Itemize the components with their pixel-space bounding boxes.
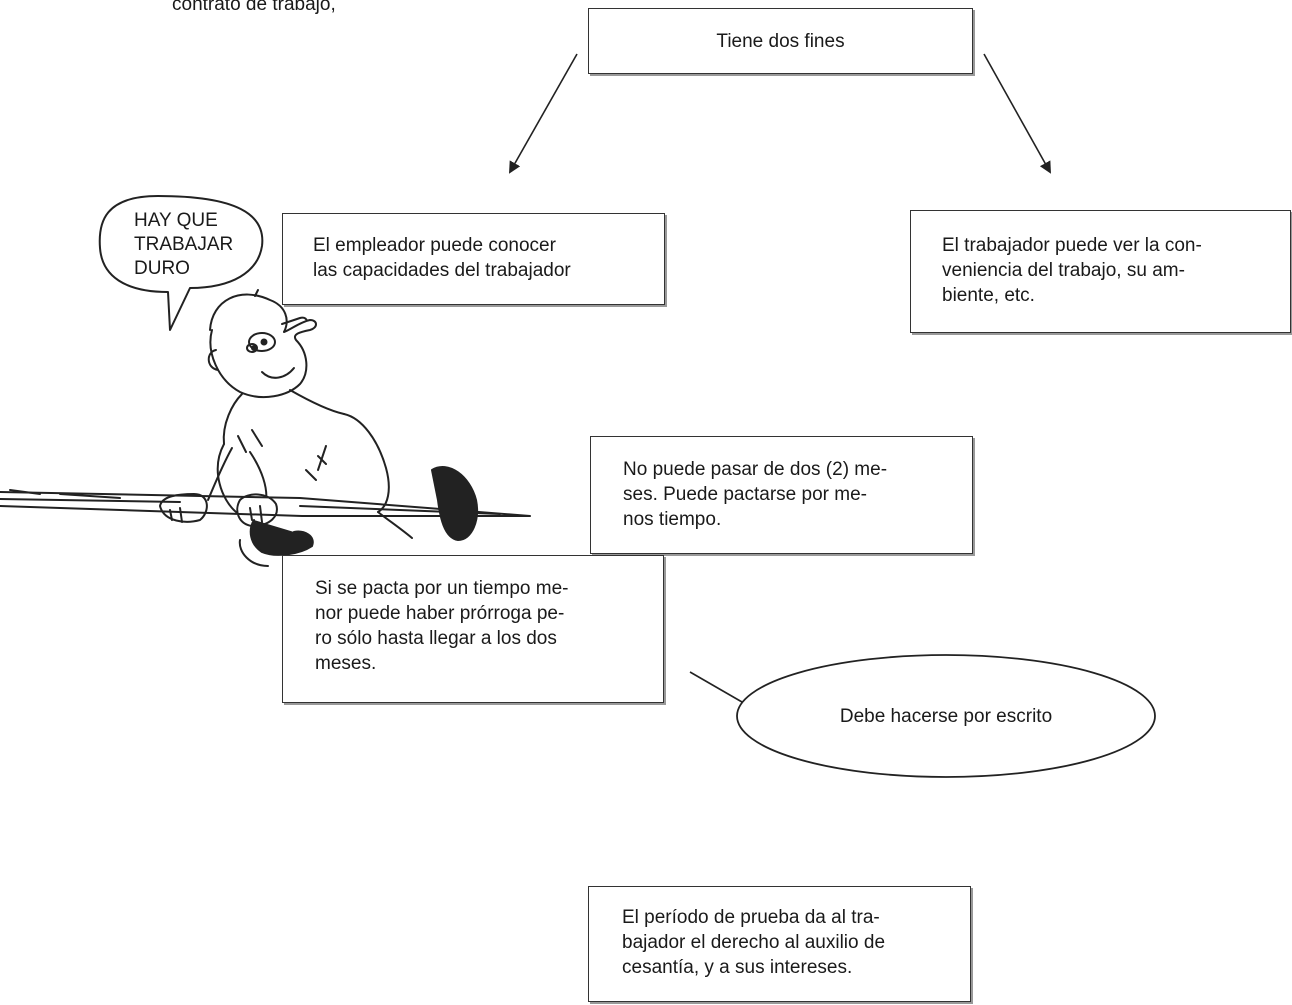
top-text-fragment: contrato de trabajo, bbox=[172, 0, 336, 15]
text-cesantia: El período de prueba da al tra- bajador … bbox=[622, 907, 886, 978]
arrow-right bbox=[983, 53, 1051, 174]
text-duracion: No puede pasar de dos (2) me- ses. Puede… bbox=[623, 459, 888, 530]
box-prorroga: Si se pacta por un tiempo me- nor puede … bbox=[282, 555, 664, 703]
box-empleador: El empleador puede conocer las capacidad… bbox=[282, 213, 665, 305]
connector-escrito bbox=[689, 671, 743, 703]
box-duracion: No puede pasar de dos (2) me- ses. Puede… bbox=[590, 436, 973, 554]
escrito-ellipse bbox=[736, 654, 1156, 778]
box-trabajador: El trabajador puede ver la con- venienci… bbox=[910, 210, 1291, 333]
text-escrito: Debe hacerse por escrito bbox=[839, 706, 1053, 727]
worker-illustration bbox=[0, 195, 531, 567]
speech-bubble-text: HAY QUE TRABAJAR DURO bbox=[134, 210, 234, 279]
box-tiene-dos-fines: Tiene dos fines bbox=[588, 8, 973, 74]
box-cesantia: El período de prueba da al tra- bajador … bbox=[588, 886, 971, 1002]
text-prorroga: Si se pacta por un tiempo me- nor puede … bbox=[315, 578, 569, 674]
arrow-left bbox=[509, 53, 578, 174]
text-empleador: El empleador puede conocer las capacidad… bbox=[313, 235, 571, 281]
text-trabajador: El trabajador puede ver la con- venienci… bbox=[942, 235, 1202, 306]
text-tiene-dos-fines: Tiene dos fines bbox=[716, 30, 845, 52]
